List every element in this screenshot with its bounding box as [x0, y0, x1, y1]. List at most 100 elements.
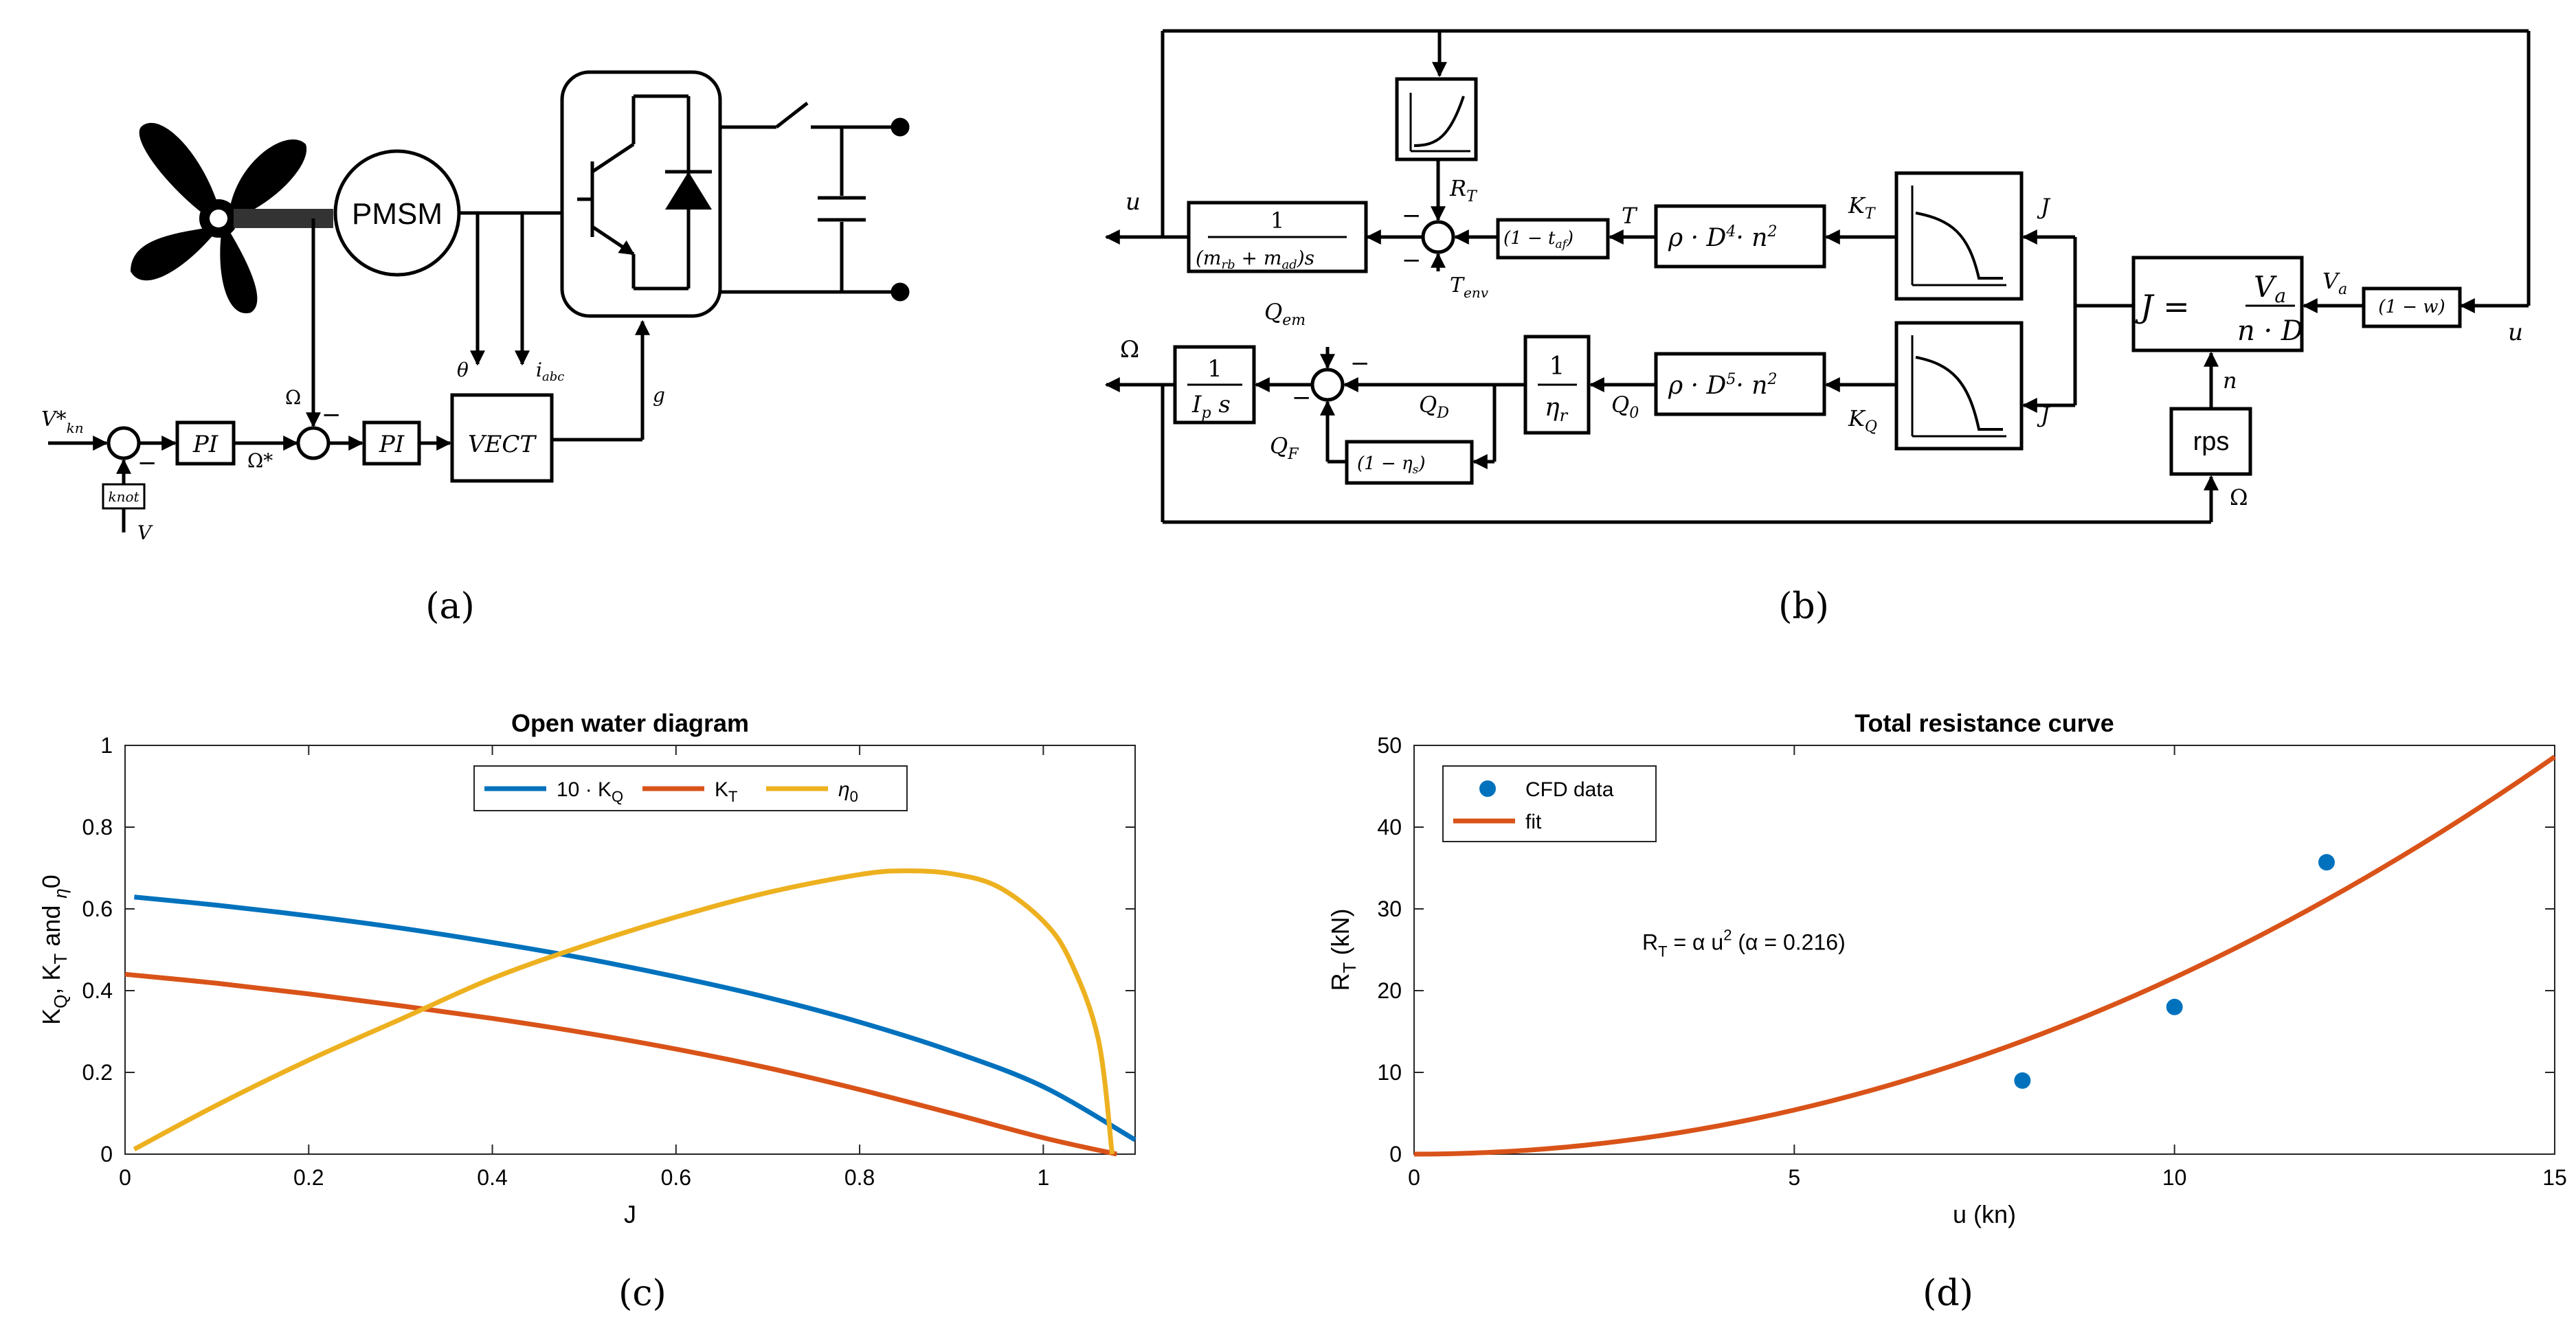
qem-label: Qem [1264, 299, 1306, 329]
x-tick-label: 0 [1408, 1165, 1420, 1190]
cfd-point [2318, 854, 2335, 871]
thrust-gain-block [1654, 204, 1826, 269]
x-tick-label: 0 [119, 1165, 131, 1190]
panel-b-labels: u Ω 1 (mrb + mad)s RT − − Tenv (1 − taf)… [1120, 175, 2523, 627]
pmsm-label: PMSM [352, 197, 443, 231]
series-line-1 [124, 971, 1118, 1157]
y-tick-label: 0 [100, 1142, 113, 1167]
y-tick-label: 0.6 [82, 897, 113, 921]
y-tick-label: 0.8 [82, 815, 113, 839]
series-line-2 [133, 868, 1115, 1155]
x-tick-label: 5 [1788, 1165, 1800, 1190]
theta-label: θ [457, 359, 469, 381]
pi2-label: PI [379, 431, 405, 458]
j-eq-lhs: J = [2135, 288, 2190, 325]
legend-label: η0 [838, 778, 858, 805]
panel-label-c: (c) [618, 1273, 667, 1314]
omega-label: Ω [285, 386, 301, 409]
torque-sum-junction [1310, 368, 1345, 402]
rps-label: rps [2193, 427, 2230, 456]
omega-star-label: Ω* [247, 449, 273, 472]
eta-den: ηr [1545, 394, 1569, 425]
mass-den: (mrb + mad)s [1196, 247, 1314, 272]
resistance-lookup-block [1395, 77, 1478, 161]
y-tick-label: 0.2 [82, 1060, 113, 1085]
u-in-label: u [2508, 319, 2523, 346]
fit-line [1413, 754, 2556, 1157]
j-eq-num: Va [2254, 270, 2286, 307]
u-out-label: u [1125, 188, 1141, 216]
motor-shaft [234, 209, 333, 228]
panel-b-diagram [1104, 29, 2531, 524]
omega-fb-label: Ω [2230, 484, 2248, 510]
wake-label: (1 − w) [2378, 297, 2445, 317]
omega-out-label: Ω [1120, 336, 1139, 363]
minus-b4: − [1292, 384, 1312, 412]
ip-num: 1 [1207, 355, 1222, 383]
pi-block-1 [175, 420, 236, 466]
legend-label: 10 · KQ [557, 778, 623, 805]
y-tick-label: 1 [100, 733, 113, 758]
x-tick-label: 0.4 [477, 1165, 507, 1190]
iabc-label: iabc [536, 359, 564, 384]
va-label: Va [2322, 268, 2347, 298]
ref-label: V*kn [41, 407, 84, 436]
vect-block [450, 393, 554, 483]
minus-2: − [322, 401, 341, 429]
panel-label-a: (a) [425, 586, 475, 627]
j-label-1: J [2037, 194, 2051, 220]
panel-a-diagram [48, 70, 910, 532]
vect-label: VECT [468, 431, 537, 458]
g-label: g [653, 384, 665, 407]
y-axis-label: KQ, KT and η0 [37, 875, 71, 1025]
minus-b3: − [1350, 350, 1370, 377]
x-axis-label: J [624, 1200, 636, 1228]
y-axis-label: RT (kN) [1326, 909, 1360, 991]
y-tick-label: 20 [1377, 978, 1402, 1003]
kq-label: KQ [1848, 405, 1877, 436]
y-tick-label: 0.4 [82, 978, 113, 1003]
etas-label: (1 − ηs) [1357, 453, 1425, 477]
knot-label: knot [108, 488, 139, 505]
ip-den: Ip s [1191, 391, 1231, 422]
x-tick-label: 0.8 [844, 1165, 875, 1190]
fit-annotation: RT = α u2 (α = 0.216) [1642, 927, 1846, 960]
torque-gain-block [1654, 352, 1826, 416]
v-label: V [137, 521, 153, 544]
series-line-0 [134, 894, 1136, 1142]
thrust-gain-label: ρ · D4· n2 [1668, 223, 1777, 252]
plot-area [124, 745, 1136, 1155]
legend-label: fit [1525, 811, 1542, 833]
q0-label: Q0 [1611, 392, 1639, 422]
y-tick-label: 40 [1377, 815, 1402, 839]
x-tick-label: 0.6 [661, 1165, 691, 1190]
x-tick-label: 0.2 [293, 1165, 324, 1190]
t-label: T [1622, 203, 1638, 229]
j-label-2: J [2037, 402, 2051, 428]
x-tick-label: 15 [2542, 1165, 2567, 1190]
thrust-sum-junction [1421, 220, 1455, 254]
kt-lookup-block [1894, 171, 2024, 301]
legend-label: CFD data [1525, 778, 1614, 801]
panel-label-b: (b) [1778, 586, 1829, 627]
pi1-label: PI [192, 431, 219, 458]
j-eq-den: n · D [2237, 315, 2303, 347]
kq-lookup-block [1894, 321, 2024, 451]
advance-ratio-block [2131, 256, 2304, 352]
rps-block [2169, 407, 2252, 476]
qd-label: QD [1419, 392, 1449, 422]
taf-label: (1 − taf) [1503, 228, 1573, 251]
legend-marker [1479, 780, 1496, 797]
qf-label: QF [1270, 433, 1299, 463]
mass-num: 1 [1270, 207, 1284, 234]
x-axis-label: u (kn) [1953, 1200, 2016, 1228]
cfd-point [2166, 998, 2183, 1015]
open-water-chart: Open water diagram 0 0.2 0.4 0.6 0.8 1 0 0.2 0.4 0… [37, 709, 1136, 1228]
eta-num: 1 [1549, 352, 1565, 381]
chart-title: Open water diagram [511, 709, 749, 737]
legend-label: KT [715, 778, 737, 805]
y-tick-label: 0 [1389, 1142, 1402, 1167]
cfd-point [2014, 1072, 2031, 1089]
